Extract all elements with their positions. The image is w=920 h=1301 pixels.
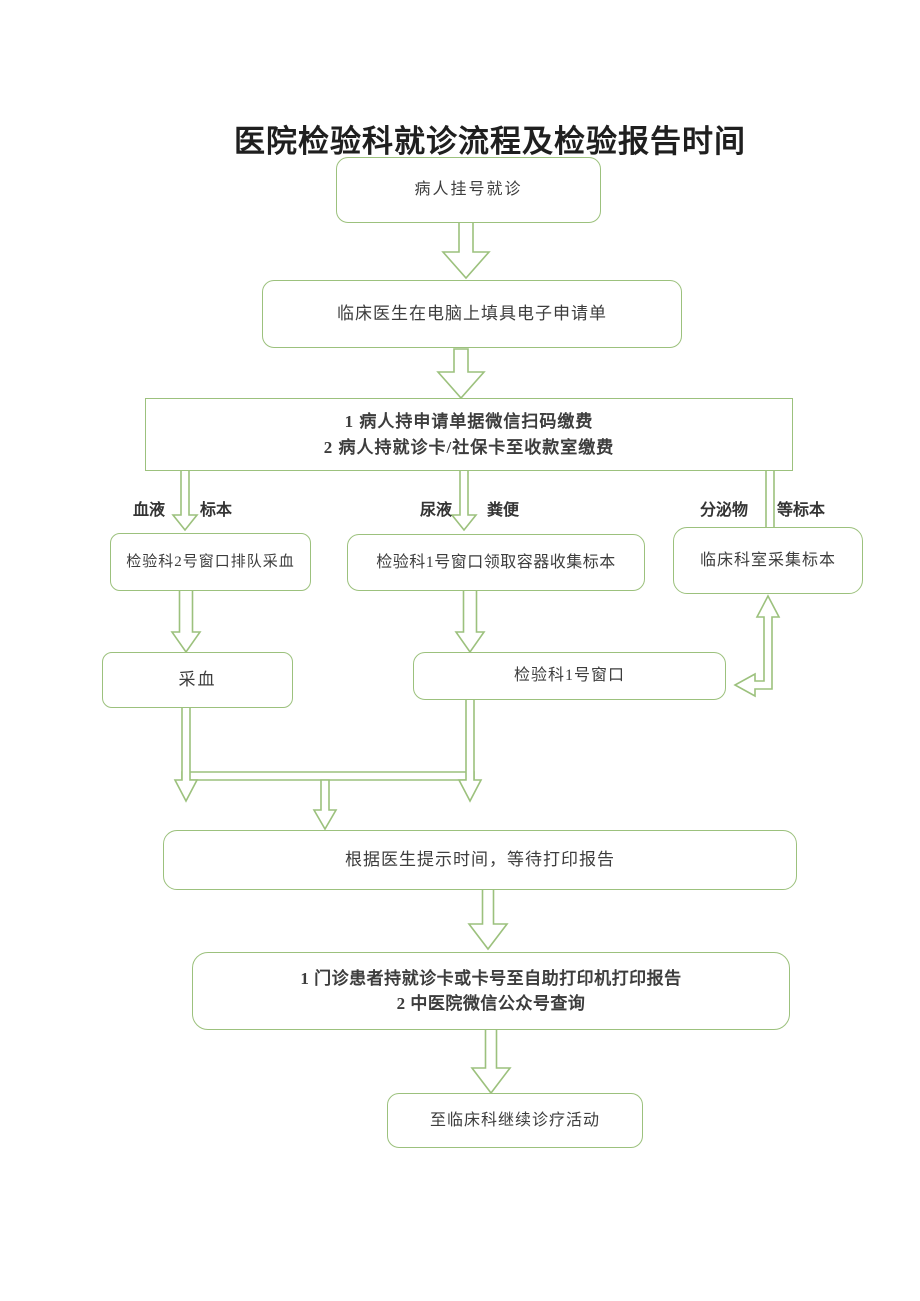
branch-label-specimen: 标本 [200,502,233,519]
node-payment-line2: 2 病人持就诊卡/社保卡至收款室缴费 [323,437,615,457]
arrow-down-icon [457,698,483,803]
node-container-collect: 检验科1号窗口领取容器收集标本 [347,534,645,591]
node-payment-line1: 1 病人持申请单据微信扫码缴费 [344,412,594,431]
node-print-report-line1: 1 门诊患者持就诊卡或卡号至自助打印机打印报告 [300,968,682,988]
branch-label-other-specimen: 等标本 [777,502,826,519]
arrow-down-icon [171,469,199,532]
arrow-down-icon [436,348,486,400]
arrow-down-icon [454,589,486,654]
node-wait-report: 根据医生提示时间，等待打印报告 [163,830,797,890]
node-clinical-collect: 临床科室采集标本 [673,527,863,594]
connector-merge-bar [181,771,475,781]
node-register: 病人挂号就诊 [336,157,601,223]
arrow-down-icon [467,888,509,951]
arrow-down-icon [450,469,478,532]
branch-label-urine: 尿液 [420,502,453,519]
branch-label-stool: 粪便 [487,502,520,519]
node-window1: 检验科1号窗口 [413,652,726,700]
node-doctor-form: 临床医生在电脑上填具电子申请单 [262,280,682,348]
branch-label-secretion: 分泌物 [700,502,749,519]
connector-line [765,469,775,531]
node-print-report-line2: 2 中医院微信公众号查询 [396,994,586,1013]
node-blood-queue: 检验科2号窗口排队采血 [110,533,311,591]
node-continue-treatment: 至临床科继续诊疗活动 [387,1093,643,1148]
arrow-up-left-elbow-icon [733,594,781,698]
arrow-down-icon [173,706,199,803]
arrow-down-icon [312,779,338,831]
node-blood-draw: 采血 [102,652,293,708]
arrow-down-icon [170,589,202,654]
branch-label-blood: 血液 [133,502,166,519]
arrow-down-icon [470,1028,512,1095]
node-print-report: 1 门诊患者持就诊卡或卡号至自助打印机打印报告 2 中医院微信公众号查询 [192,952,790,1030]
node-payment: 1 病人持申请单据微信扫码缴费 2 病人持就诊卡/社保卡至收款室缴费 [145,398,793,471]
arrow-down-icon [441,221,491,280]
page-title: 医院检验科就诊流程及检验报告时间 [234,124,746,159]
